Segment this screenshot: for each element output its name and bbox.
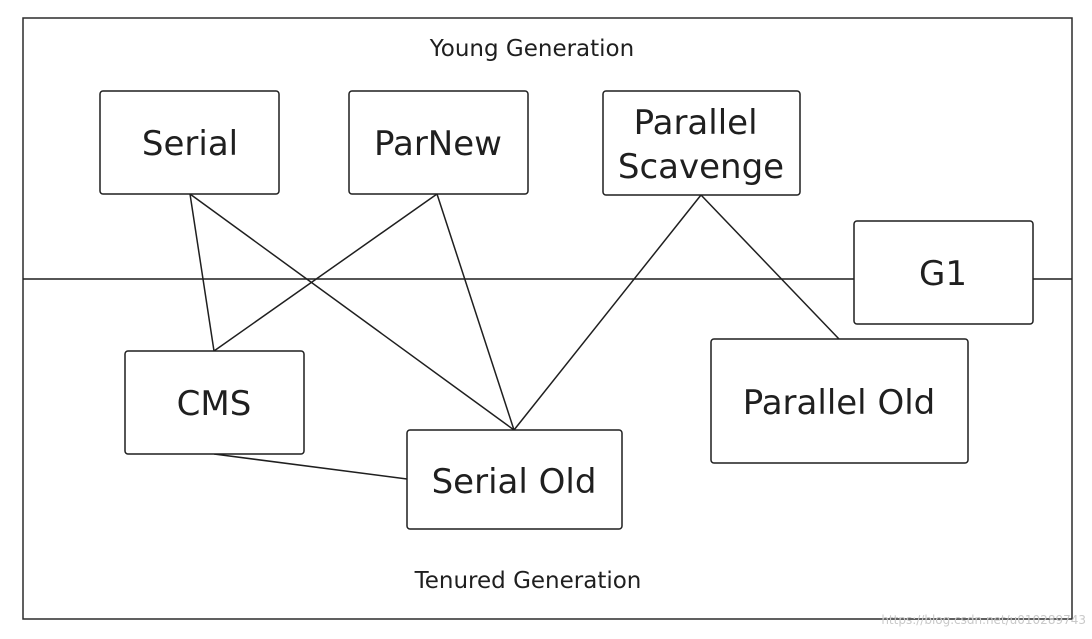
collector-g1-label: G1 [919, 254, 967, 294]
collector-parnew-label: ParNew [374, 124, 502, 164]
collector-serial-label: Serial [142, 124, 238, 164]
collector-parallel-scavenge: Parallel Scavenge [602, 90, 801, 196]
collector-parnew: ParNew [348, 90, 529, 195]
connector-parnew-serial-old [436, 193, 515, 431]
collector-g1-box [853, 220, 1034, 325]
connector-parnew-cms [213, 193, 438, 352]
collector-parallel-scavenge-box [602, 90, 801, 196]
collector-parallel-scavenge-line-2: Scavenge [618, 147, 784, 187]
collector-parallel-scavenge-line-1: Parallel [634, 103, 758, 143]
connector-parallel-scavenge-parallel-old [700, 194, 840, 340]
collector-serial-old-label: Serial Old [432, 462, 597, 502]
collector-serial: Serial [99, 90, 280, 195]
connector-cms-serial-old [213, 453, 408, 480]
collector-serial-box [99, 90, 280, 195]
collector-cms: CMS [124, 350, 305, 455]
connector-serial-serial-old [189, 193, 515, 431]
collector-serial-old: Serial Old [406, 429, 623, 530]
collector-parallel-scavenge-label: Parallel Scavenge [618, 103, 784, 187]
collector-cms-label: CMS [177, 384, 252, 424]
connector-serial-cms [189, 193, 215, 352]
watermark-text: https://blog.csdn.net/u010289743 [881, 613, 1086, 627]
tenured-generation-label: Tenured Generation [414, 568, 642, 594]
young-generation-label: Young Generation [429, 36, 634, 62]
collector-cms-box [124, 350, 305, 455]
collector-parallel-old: Parallel Old [710, 338, 969, 464]
collector-serial-old-box [406, 429, 623, 530]
collector-parallel-old-box [710, 338, 969, 464]
collector-parnew-box [348, 90, 529, 195]
diagram-frame [22, 17, 1073, 620]
connector-parallel-scavenge-serial-old [513, 194, 702, 431]
collector-g1: G1 [853, 220, 1034, 325]
collector-parallel-old-label: Parallel Old [743, 383, 935, 423]
connectors [189, 193, 840, 480]
